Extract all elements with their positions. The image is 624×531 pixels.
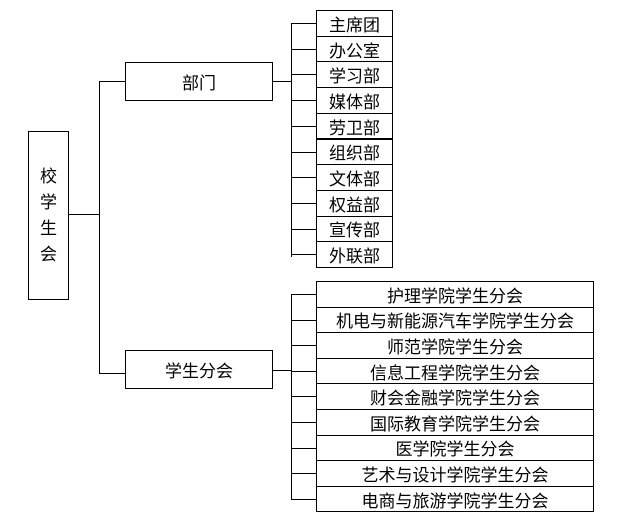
dept-leaf-connector (291, 74, 316, 76)
dept-leaf: 文体部 (316, 164, 393, 191)
dept-leaf-connector (291, 125, 316, 127)
council-leaf-connector (291, 447, 316, 449)
dept-branch-line (99, 81, 126, 82)
council-leaf: 电商与旅游学院学生分会 (316, 485, 594, 513)
council-node: 学生分会 (125, 350, 273, 389)
council-leaf: 护理学院学生分会 (316, 281, 594, 308)
council-leaf: 财会金融学院学生分会 (316, 383, 594, 410)
dept-list-trunk (291, 23, 292, 257)
council-leaf-connector (291, 319, 316, 321)
dept-leaf: 主席团 (316, 10, 393, 37)
council-branch-line (99, 373, 126, 374)
root-node: 校 学 生 会 (28, 131, 69, 300)
dept-leaf-connector (291, 48, 316, 50)
dept-leaf-connector (291, 100, 316, 102)
dept-leaf: 外联部 (316, 241, 393, 268)
root-char: 校 (40, 166, 57, 187)
dept-leaf-connector (291, 228, 316, 230)
council-leaf: 师范学院学生分会 (316, 332, 594, 359)
root-connector (68, 214, 100, 215)
dept-leaf: 媒体部 (316, 87, 393, 114)
root-char: 学 (40, 192, 57, 213)
council-leaf-connector (291, 422, 316, 423)
dept-leaf: 办公室 (316, 35, 393, 63)
council-leaf-connector (291, 473, 316, 475)
council-leaf-connector (291, 294, 316, 295)
dept-leaf: 宣传部 (316, 215, 393, 243)
dept-leaf: 权益部 (316, 189, 393, 217)
dept-leaf-connector (291, 23, 316, 24)
dept-node: 部门 (125, 62, 273, 101)
council-leaf: 艺术与设计学院学生分会 (316, 460, 594, 487)
root-trunk (99, 81, 100, 374)
council-leaf: 信息工程学院学生分会 (316, 357, 594, 385)
council-leaf-connector (291, 396, 316, 398)
council-leaf-connector (291, 498, 316, 500)
dept-leaf: 组织部 (316, 138, 393, 166)
dept-to-list-line (272, 81, 292, 82)
dept-leaf-connector (291, 254, 316, 256)
council-leaf-connector (291, 345, 316, 347)
dept-leaf-connector (291, 151, 316, 153)
dept-leaf-connector (291, 202, 316, 204)
council-leaf: 国际教育学院学生分会 (316, 409, 594, 436)
council-leaf-connector (291, 370, 316, 372)
council-to-list-line (272, 370, 292, 371)
dept-leaf: 学习部 (316, 61, 393, 89)
root-char: 会 (40, 244, 57, 265)
dept-leaf-connector (291, 177, 316, 179)
dept-leaf: 劳卫部 (316, 112, 393, 140)
council-leaf: 机电与新能源汽车学院学生分会 (316, 306, 594, 334)
council-leaf: 医学院学生分会 (316, 434, 594, 462)
root-char: 生 (40, 218, 57, 239)
